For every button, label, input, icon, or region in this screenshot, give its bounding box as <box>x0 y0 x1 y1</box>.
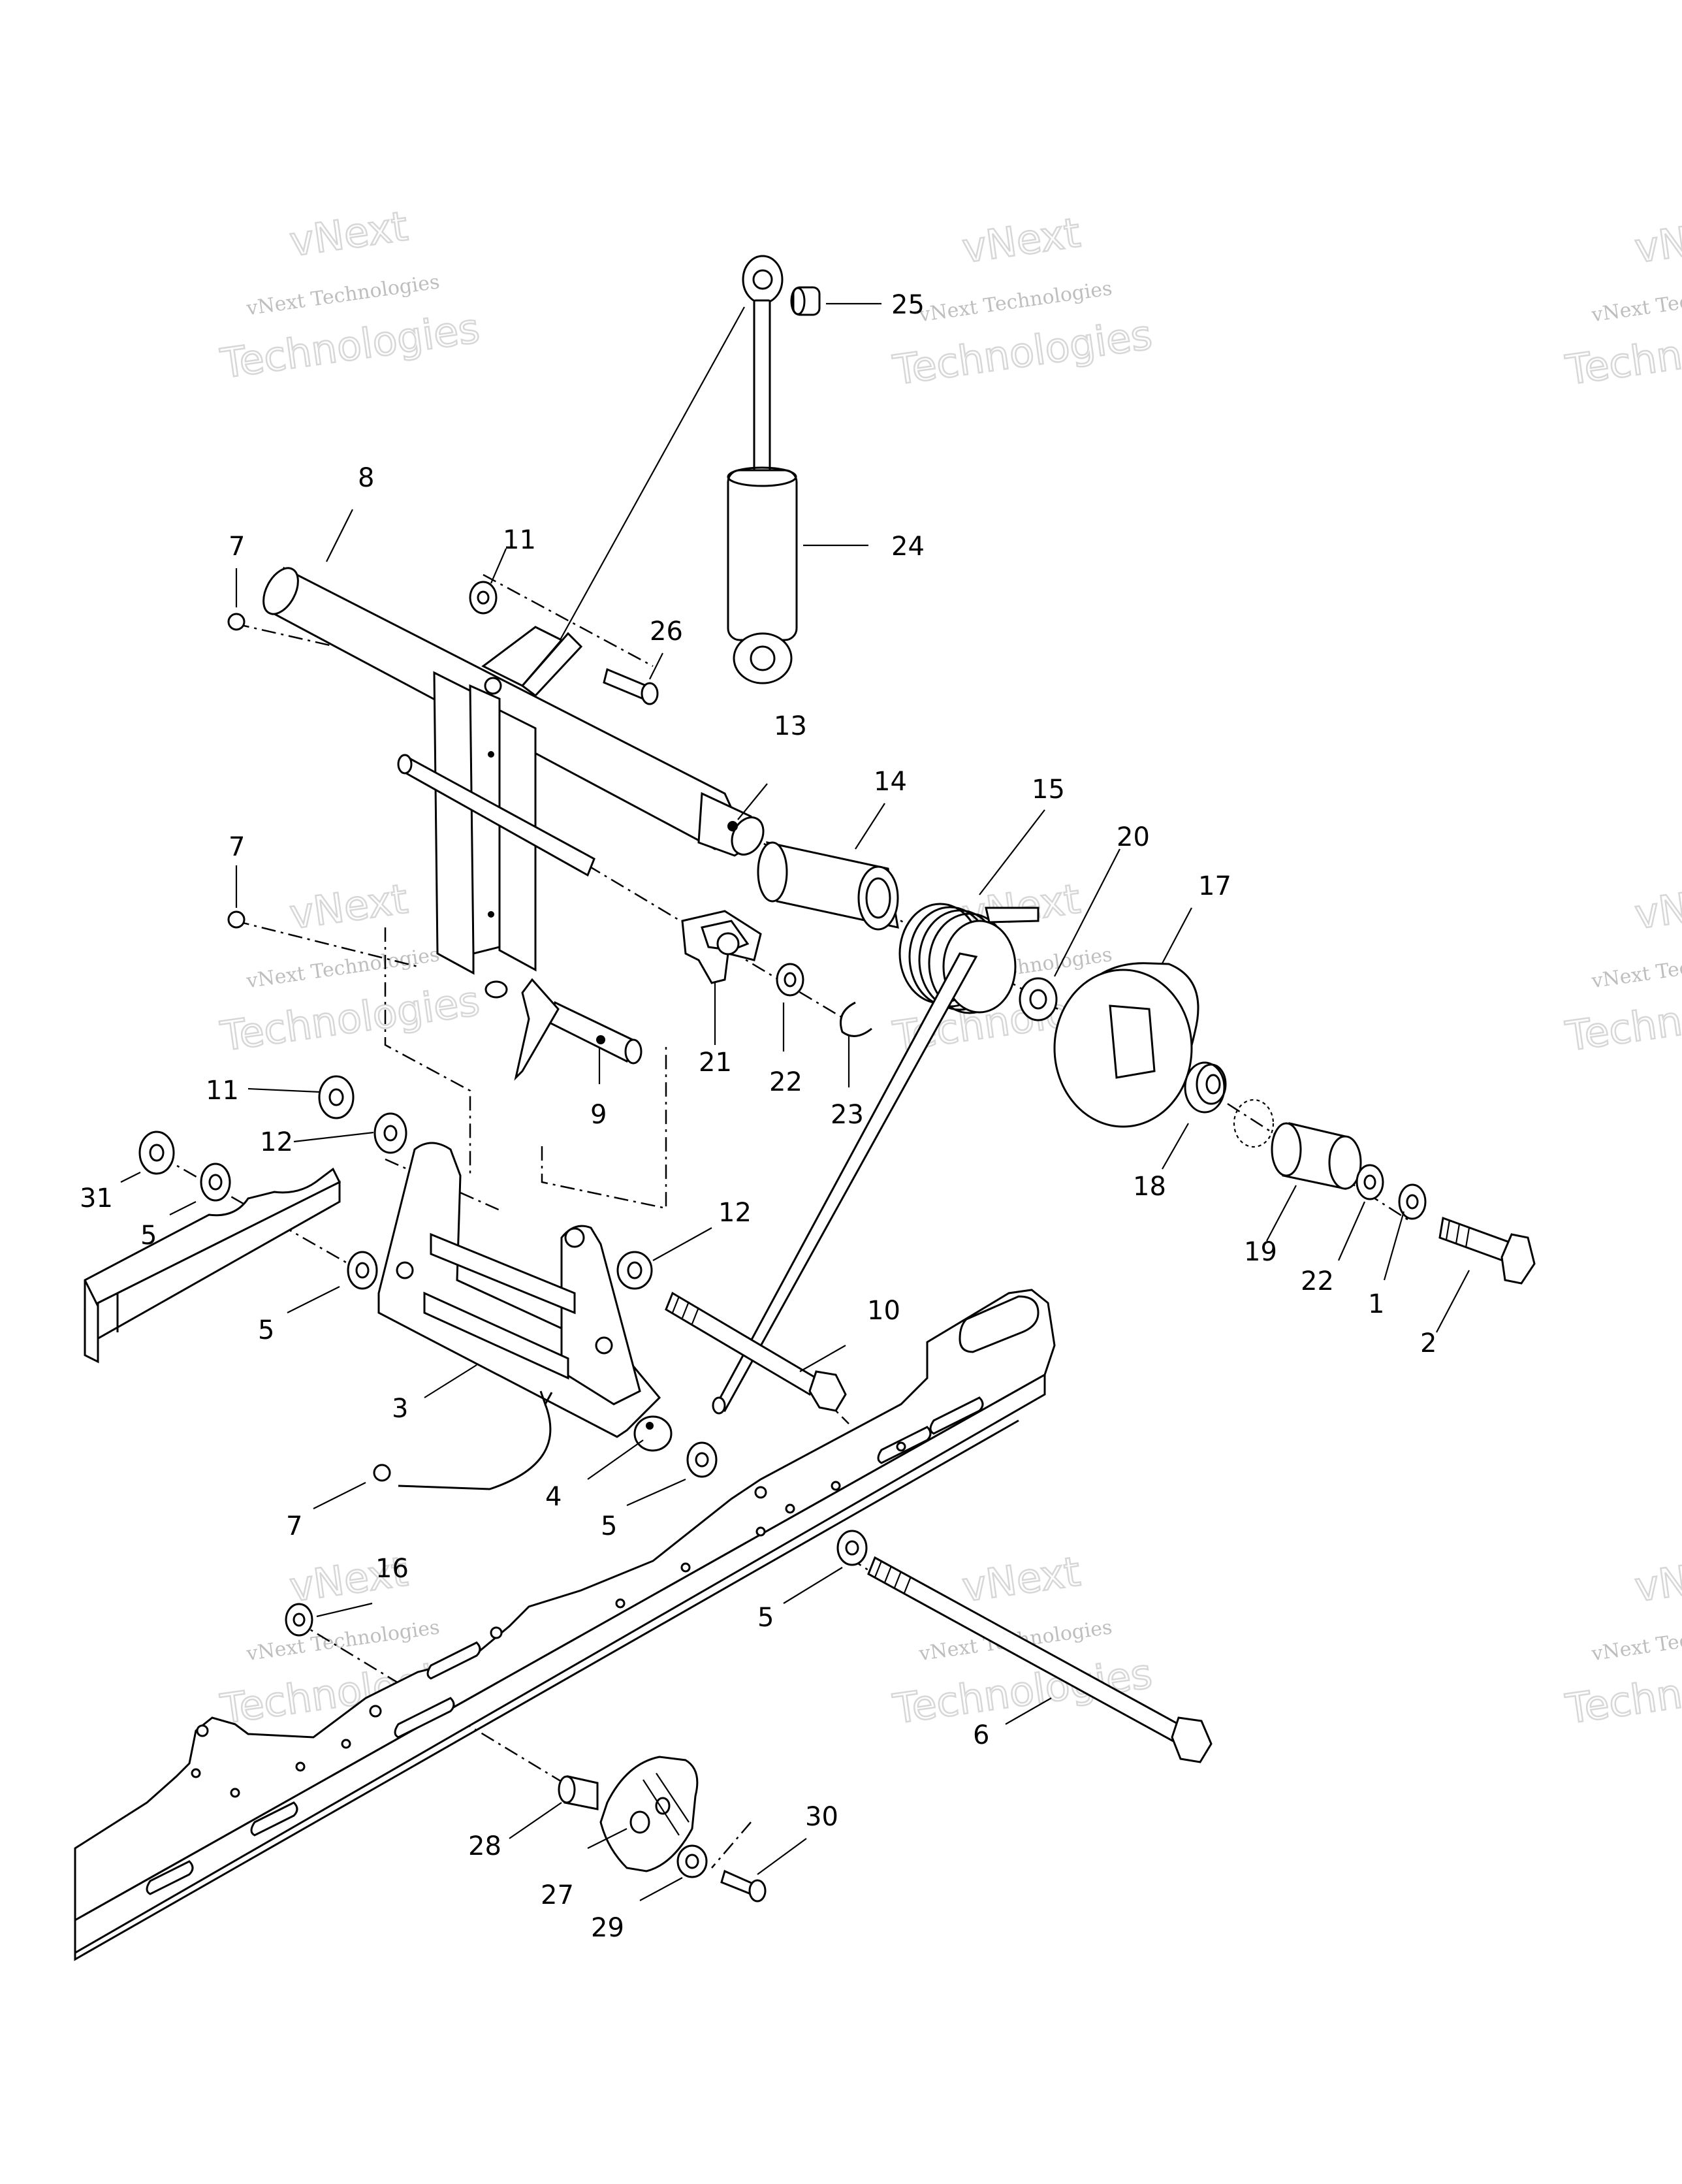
callout-1: 1 <box>1368 1289 1384 1319</box>
leader-lines <box>120 302 1470 1901</box>
callout-2: 2 <box>1420 1328 1436 1358</box>
callout-18: 18 <box>1133 1172 1166 1202</box>
watermark-top-text: vNext <box>959 1547 1083 1611</box>
callout-27: 27 <box>541 1880 574 1910</box>
callout-8: 8 <box>358 463 374 493</box>
watermark-big-text: Technologies <box>1563 1650 1682 1733</box>
callout-26: 26 <box>650 617 683 647</box>
callout-25: 25 <box>891 290 925 320</box>
callout-labels: 1 2 3 4 5 5 5 5 6 7 7 7 8 9 10 11 11 12 … <box>80 290 1436 1943</box>
watermark: vNext vNext Technologies Technologies <box>217 201 483 389</box>
callout-19: 19 <box>1244 1237 1277 1267</box>
watermark-top-text: vNext <box>287 202 411 265</box>
callout-5-center: 5 <box>601 1511 617 1541</box>
callout-10: 10 <box>867 1296 900 1326</box>
callout-17: 17 <box>1198 871 1231 901</box>
watermark-top-text: vNext <box>1632 208 1682 272</box>
right-washers <box>616 1251 868 1566</box>
callout-3: 3 <box>392 1394 408 1424</box>
callout-12-left: 12 <box>260 1127 293 1157</box>
watermark-top-text: vNext <box>959 208 1083 272</box>
callout-20: 20 <box>1117 822 1150 852</box>
callout-22-right: 22 <box>1301 1266 1334 1296</box>
callout-7-bottom: 7 <box>286 1511 302 1541</box>
watermark-small-text: vNext Technologies <box>1590 943 1682 993</box>
watermark-top-text: vNext <box>1632 1547 1682 1611</box>
callout-28: 28 <box>468 1831 501 1861</box>
bolt-6 <box>867 1556 1213 1763</box>
watermark-big-text: Technologies <box>1563 977 1682 1061</box>
wheel-assembly <box>712 841 1536 1415</box>
slider-parts <box>285 1603 767 1903</box>
callout-22-left: 22 <box>769 1067 802 1097</box>
callout-9: 9 <box>590 1100 607 1130</box>
callout-6: 6 <box>973 1720 989 1750</box>
watermark-small-text: vNext Technologies <box>1590 1616 1682 1665</box>
callout-29: 29 <box>591 1913 624 1943</box>
callout-13: 13 <box>774 711 807 741</box>
callout-15: 15 <box>1032 775 1065 805</box>
callout-7-middle: 7 <box>229 832 245 862</box>
main-rail <box>74 1289 1056 1961</box>
watermark-top-text: vNext <box>1632 875 1682 938</box>
callout-21: 21 <box>699 1048 732 1078</box>
callout-11-top: 11 <box>503 525 536 555</box>
watermark: vNext vNext Technologies Technologies <box>1562 208 1682 395</box>
callout-14: 14 <box>874 767 907 797</box>
shock-absorber <box>541 255 821 684</box>
callout-4: 4 <box>545 1482 562 1512</box>
callout-23: 23 <box>831 1100 864 1130</box>
callout-5-right: 5 <box>757 1603 774 1633</box>
callout-11-bottom: 11 <box>206 1076 239 1106</box>
callout-31: 31 <box>80 1183 113 1213</box>
watermark: vNext vNext Technologies Technologies <box>1562 874 1682 1061</box>
watermark-big-text: Technologies <box>1563 311 1682 394</box>
watermark-small-text: vNext Technologies <box>1590 277 1682 327</box>
callout-30: 30 <box>805 1802 838 1832</box>
callout-7-top: 7 <box>229 532 245 562</box>
bolt-10 <box>665 1291 847 1412</box>
upper-arm-tube <box>262 566 765 1081</box>
callout-16: 16 <box>375 1554 409 1584</box>
callout-12-right: 12 <box>718 1198 752 1228</box>
callout-5-left-top: 5 <box>140 1221 157 1251</box>
callout-5-left-bottom: 5 <box>258 1315 274 1345</box>
left-rail <box>84 1167 341 1364</box>
left-hardware <box>138 581 659 1482</box>
callout-24: 24 <box>891 532 925 562</box>
watermark-top-text: vNext <box>287 875 411 938</box>
clip-parts <box>681 910 872 1037</box>
lower-bracket <box>377 1142 673 1490</box>
watermark: vNext vNext Technologies Technologies <box>1562 1547 1682 1734</box>
